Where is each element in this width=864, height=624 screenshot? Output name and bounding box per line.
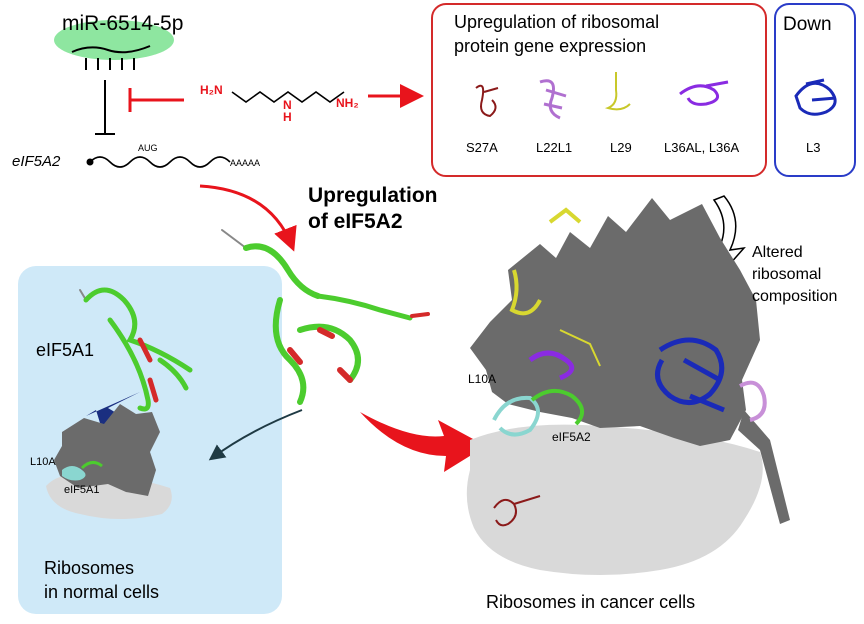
polyamine-right-group: NH₂	[336, 96, 359, 110]
up-box-title-line2: protein gene expression	[454, 36, 647, 56]
cancer-ribosome-stalk	[738, 410, 790, 524]
protein-l36a-icon	[679, 80, 729, 106]
cancer-l29-helices	[509, 207, 601, 367]
up-box-title-line1: Upregulation of ribosomal	[454, 12, 660, 32]
cancer-caption: Ribosomes in cancer cells	[486, 592, 696, 612]
up-protein-l22l1: L22L1	[536, 140, 573, 155]
altered-label-line3: composition	[752, 288, 838, 305]
up-protein-l29: L29	[610, 140, 632, 155]
mirna-binding-ticks	[85, 58, 135, 70]
cancer-l10a-structure	[492, 395, 540, 437]
eif5a2-structure-icon	[221, 229, 430, 405]
arrow-to-cancer-ribosome	[360, 412, 486, 472]
normal-factor-label: eIF5A1	[64, 484, 100, 496]
mirna-highlight	[54, 20, 174, 60]
protein-l22l1-icon	[539, 79, 567, 120]
altered-label-line1: Altered	[752, 244, 803, 261]
normal-l10a-structure	[62, 466, 86, 481]
polyamine-middle-h: H	[283, 110, 292, 124]
arrow-to-normal-ribosome	[208, 409, 303, 461]
cancer-eif5a2-bound	[530, 388, 584, 426]
normal-caption-line2: in normal cells	[44, 582, 160, 602]
protein-l3-icon	[794, 78, 837, 116]
normal-eif5a1-bound	[80, 461, 103, 470]
normal-caption-line1: Ribosomes	[44, 558, 135, 578]
arrow-to-eif5a2	[199, 184, 297, 252]
upregulation-box	[431, 3, 767, 177]
eif5a1-structure-icon	[79, 287, 193, 412]
polyamine-left-group: H₂N	[200, 83, 223, 97]
down-box-title: Down	[783, 14, 832, 35]
cancer-l3-structure	[655, 337, 725, 413]
mirna-label: miR-6514-5p	[62, 12, 184, 35]
cancer-ribosome-small-subunit	[466, 424, 763, 575]
polyamine-middle-group: N	[283, 98, 292, 112]
mrna-start-codon: AUG	[138, 143, 158, 153]
cancer-factor-label: eIF5A2	[552, 430, 591, 444]
mrna-poly-a: AAAAA	[230, 158, 261, 168]
cancer-s27a-structure	[493, 495, 541, 527]
cancer-l36a-structure	[528, 350, 575, 381]
mrna-strand	[89, 156, 231, 168]
mrna-gene-label: eIF5A2	[12, 153, 61, 170]
protein-s27a-icon	[475, 84, 499, 118]
upregulation-label-line2: of eIF5A2	[308, 210, 403, 233]
normal-protein-label: eIF5A1	[36, 340, 95, 360]
cancer-l10a-label: L10A	[468, 372, 497, 386]
cancer-ribosome-large-subunit	[470, 198, 760, 446]
downregulation-box	[774, 3, 856, 177]
protein-l29-icon	[604, 72, 631, 111]
mirna-strand-icon	[71, 45, 151, 54]
up-protein-l36a: L36AL, L36A	[664, 140, 740, 155]
altered-label-line2: ribosomal	[752, 266, 822, 283]
normal-l10a-label: L10A	[30, 456, 56, 468]
down-protein-l3: L3	[806, 140, 821, 155]
upregulation-label-line1: Upregulation	[308, 184, 438, 207]
cancer-l22l1-structure	[739, 380, 767, 422]
up-protein-s27a: S27A	[466, 140, 498, 155]
polyamine-chain	[231, 91, 345, 103]
